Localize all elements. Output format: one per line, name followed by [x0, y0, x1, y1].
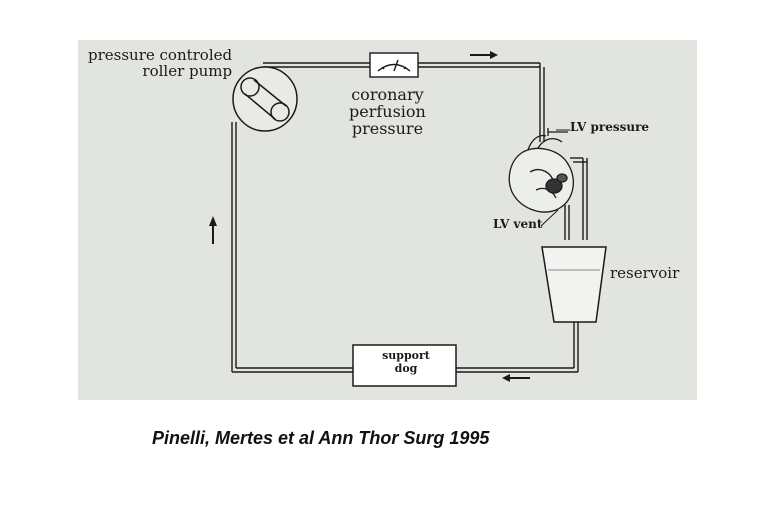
arrow-left-icon	[502, 374, 530, 382]
tubing-left	[231, 122, 237, 372]
dog-label-line-1: support	[382, 349, 430, 362]
lv-vent-label: LV vent	[493, 217, 543, 231]
lv-pressure-label: LV pressure	[570, 120, 650, 134]
pressure-label-line-1: coronary	[351, 85, 424, 104]
tubing-top-right	[539, 63, 545, 142]
heart	[508, 128, 574, 213]
reservoir	[541, 246, 607, 323]
support-dog-box	[352, 344, 457, 387]
pressure-label-line-2: perfusion	[349, 101, 426, 121]
pump-label-line-2: roller pump	[142, 61, 233, 80]
citation: Pinelli, Mertes et al Ann Thor Surg 1995	[152, 428, 490, 448]
arrow-up-icon	[209, 216, 217, 244]
arrow-right-icon	[470, 51, 498, 59]
pressure-label-line-3: pressure	[351, 118, 424, 138]
tubing-bottom-left	[232, 367, 353, 373]
tubing-lv-vent	[564, 157, 588, 240]
diagram-slide: pressure controled roller pump coronary …	[78, 40, 697, 400]
reservoir-label: reservoir	[610, 264, 680, 282]
perfusion-circuit-diagram	[209, 51, 607, 387]
coronary-perfusion-pressure-label: coronary perfusion pressure	[349, 85, 426, 138]
tubing-reservoir-out	[573, 322, 579, 372]
support-dog-label: support dog	[357, 349, 455, 375]
pump-label-line-1: pressure controled	[88, 46, 233, 64]
dog-label-line-2: dog	[394, 362, 418, 376]
pressure-gauge	[369, 52, 419, 78]
flow-arrows	[209, 51, 530, 382]
pointer-lines	[540, 129, 570, 227]
tubing-bottom-right	[456, 367, 578, 373]
roller-pump-label: pressure controled roller pump	[88, 46, 233, 80]
roller-pump	[232, 66, 298, 132]
